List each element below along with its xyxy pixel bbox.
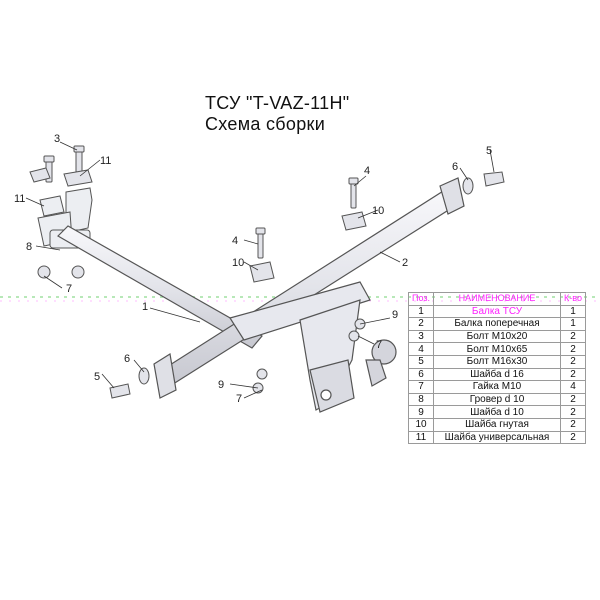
callout-3: 3 xyxy=(54,133,60,145)
callout-9-bottom: 9 xyxy=(218,379,224,391)
towbar-beam xyxy=(229,281,397,413)
row-num: 5 xyxy=(408,354,434,369)
callout-7-left: 7 xyxy=(66,283,72,295)
row-qty: 2 xyxy=(560,342,586,356)
row-name: Шайба гнутая xyxy=(433,417,561,432)
watermark-band xyxy=(0,296,600,302)
row-name: Шайба d 16 xyxy=(433,367,561,382)
callout-10-left: 10 xyxy=(232,257,244,269)
row-num: 9 xyxy=(408,405,434,419)
header-name: НАИМЕНОВАНИЕ xyxy=(433,292,561,306)
callout-11-top: 11 xyxy=(100,155,111,167)
row-num: 7 xyxy=(408,380,434,394)
row-num: 11 xyxy=(408,430,434,445)
row-name: Гайка М10 xyxy=(433,380,561,394)
callout-8: 8 xyxy=(26,241,32,253)
row-qty: 1 xyxy=(560,317,586,331)
row-qty: 2 xyxy=(560,329,586,344)
callout-6-left: 6 xyxy=(124,353,130,365)
row-qty: 2 xyxy=(560,430,586,445)
row-num: 3 xyxy=(408,329,434,344)
callout-11-left: 11 xyxy=(14,193,25,205)
callout-2: 2 xyxy=(402,257,408,269)
fasteners xyxy=(29,145,505,399)
diagram-subtitle: Схема сборки xyxy=(205,114,326,134)
callout-9-right: 9 xyxy=(392,309,398,321)
row-name: Болт М10х65 xyxy=(433,342,561,356)
row-name: Балка ТСУ xyxy=(433,304,561,319)
callout-5-right: 5 xyxy=(486,145,492,157)
row-name: Балка поперечная xyxy=(433,317,561,331)
parts-table-header: Поз. НАИМЕНОВАНИЕ К-во xyxy=(408,292,586,306)
header-qty: К-во xyxy=(560,292,586,306)
header-num: Поз. xyxy=(408,292,434,306)
callout-1: 1 xyxy=(142,301,148,313)
callout-4-left: 4 xyxy=(232,235,238,247)
row-qty: 2 xyxy=(560,392,586,407)
cross-beam xyxy=(57,177,465,399)
row-num: 10 xyxy=(408,417,434,432)
leader-lines xyxy=(25,141,495,399)
row-name: Шайба d 10 xyxy=(433,405,561,419)
callout-7-right: 7 xyxy=(376,339,382,351)
row-num: 1 xyxy=(408,304,434,319)
row-num: 6 xyxy=(408,367,434,382)
row-qty: 2 xyxy=(560,405,586,419)
row-name: Болт М10х20 xyxy=(433,329,561,344)
callout-5-left: 5 xyxy=(94,371,100,383)
diagram-title: ТСУ "T-VAZ-11H" xyxy=(205,93,350,113)
row-num: 8 xyxy=(408,392,434,407)
row-qty: 1 xyxy=(560,304,586,319)
row-num: 4 xyxy=(408,342,434,356)
row-qty: 4 xyxy=(560,380,586,394)
row-name: Гровер d 10 xyxy=(433,392,561,407)
callout-4-right: 4 xyxy=(364,165,370,177)
row-num: 2 xyxy=(408,317,434,331)
row-qty: 2 xyxy=(560,367,586,382)
row-name: Шайба универсальная xyxy=(433,430,561,445)
row-qty: 2 xyxy=(560,417,586,432)
row-qty: 2 xyxy=(560,354,586,369)
row-name: Болт М16х30 xyxy=(433,354,561,369)
callout-6-right: 6 xyxy=(452,161,458,173)
callout-7-bottom: 7 xyxy=(236,393,242,405)
callout-10-right: 10 xyxy=(372,205,384,217)
